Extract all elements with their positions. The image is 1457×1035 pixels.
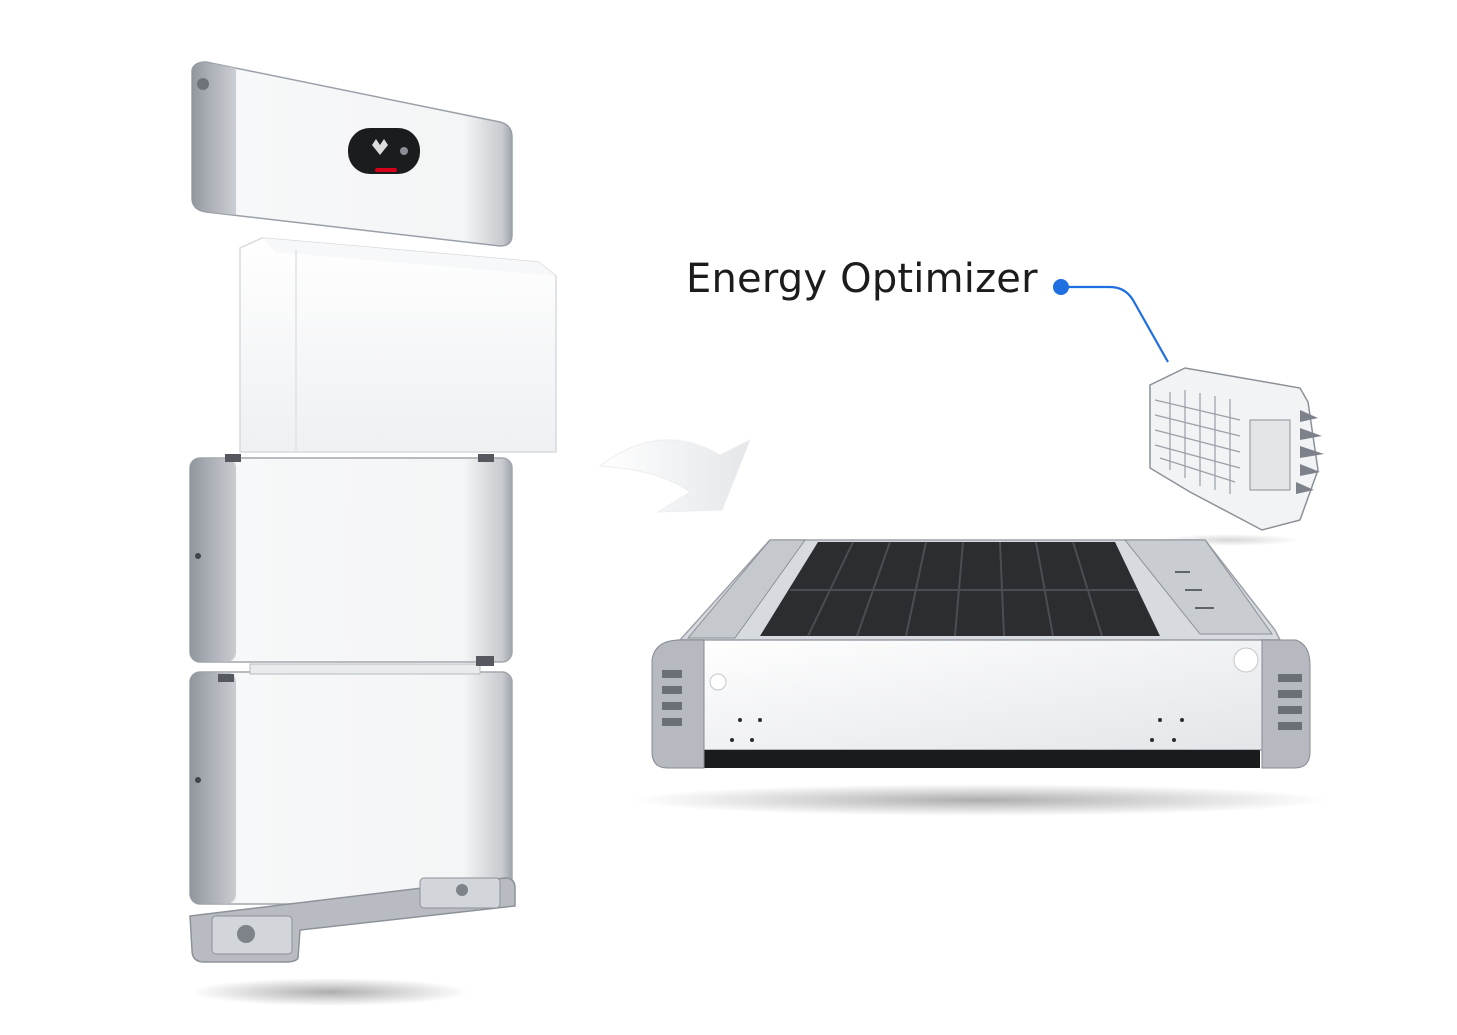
callout-connector (1053, 279, 1169, 363)
battery-module-cover (239, 237, 557, 453)
energy-optimizer-device (1149, 367, 1324, 531)
battery-module-1 (189, 454, 513, 663)
base-stand (189, 877, 516, 963)
battery-module-open (651, 539, 1311, 769)
curved-arrow-icon (598, 438, 751, 513)
energy-optimizer-label: Energy Optimizer (686, 256, 1038, 302)
battery-cells (760, 541, 1160, 637)
control-unit (191, 61, 513, 247)
battery-module-2 (189, 656, 513, 905)
